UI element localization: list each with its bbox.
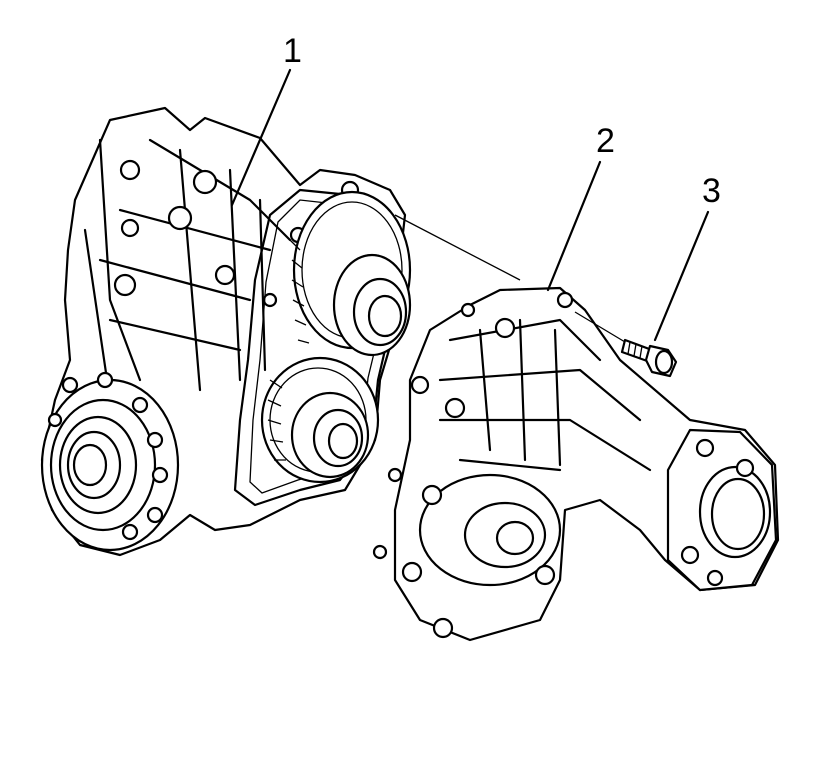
leader-line-1 [230,68,292,207]
part-2-extension-housing [372,286,780,642]
callout-1: 1 [283,32,302,70]
alignment-line [394,214,521,281]
part-3-bolt [620,338,678,378]
alignment-line-bolt [574,311,626,343]
leader-line-3 [653,210,710,342]
callout-3: 3 [702,172,721,210]
leader-line-2 [546,160,602,292]
callout-2: 2 [596,122,615,160]
part-1-main-housing [40,106,412,557]
